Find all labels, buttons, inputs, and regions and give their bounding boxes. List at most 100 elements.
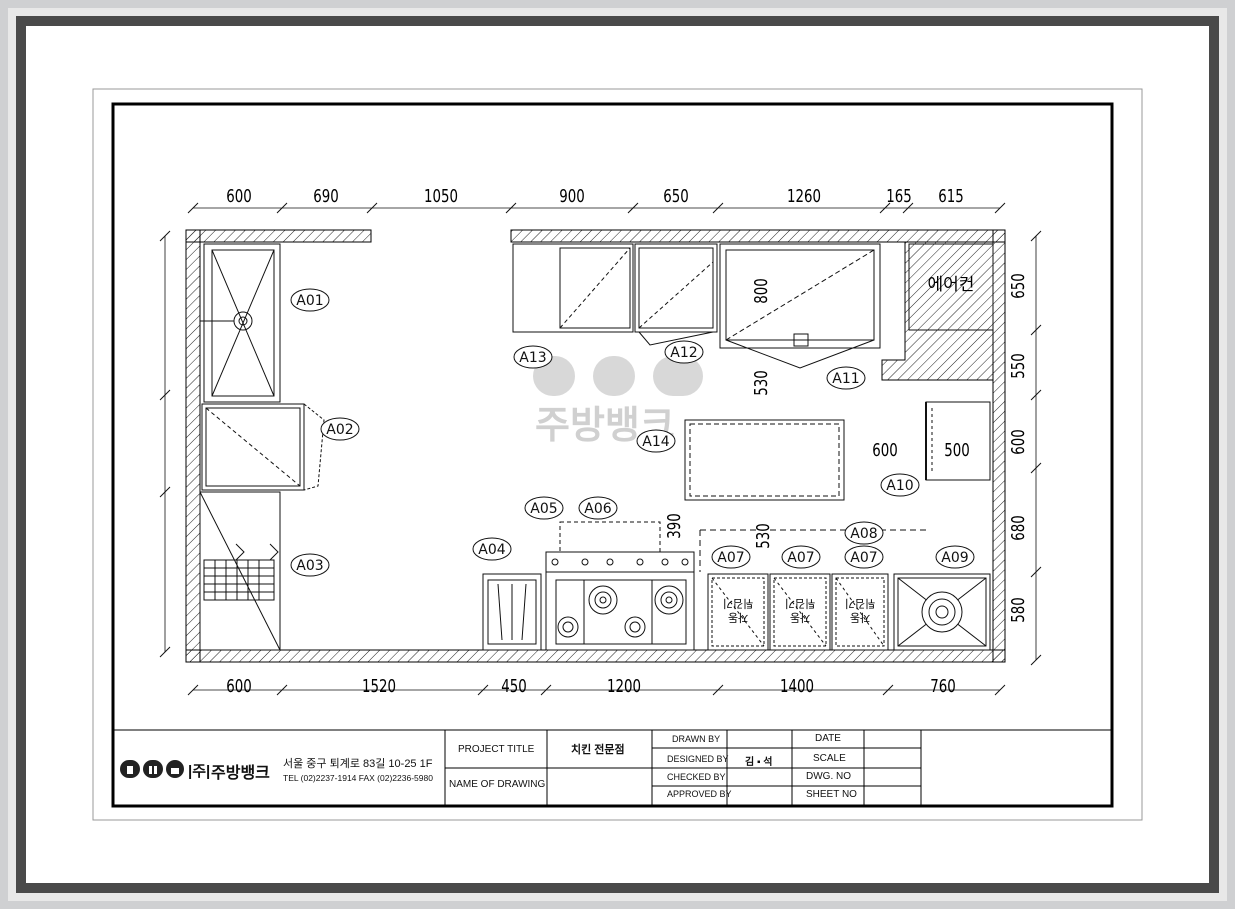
svg-text:A11: A11 [832,371,859,387]
tag-a07: A07 [844,545,884,569]
svg-text:튀김기: 튀김기 [723,597,753,610]
dimension-top-4: 900 [559,186,585,207]
dimension-inner-2: 530 [751,370,772,396]
dimension-bottom-1: 600 [226,676,252,697]
sheet-no-label: SHEET NO [806,789,857,800]
svg-text:A03: A03 [296,558,323,574]
company-contact: TEL (02)2237-1914 FAX (02)2236-5980 [283,773,433,783]
dimension-tick [882,684,894,696]
dimension-tick [505,202,517,214]
dimension-bottom-2: 1520 [362,676,396,697]
svg-text:튀김기: 튀김기 [845,597,875,610]
dimension-tick [902,202,914,214]
project-title-label: PROJECT TITLE [458,744,535,755]
svg-text:자동: 자동 [850,611,870,624]
tag-a14: A14 [636,429,676,453]
dimension-top-3: 1050 [424,186,458,207]
svg-text:A14: A14 [642,434,669,450]
walls [185,229,1006,663]
designed-by-value: 김 ▪ 석 [745,757,773,768]
dimension-inner-3: 600 [872,440,898,461]
dimension-tick [1030,462,1042,474]
dimension-top-7: 165 [886,186,912,207]
dimension-tick [276,684,288,696]
tag-a10: A10 [880,473,920,497]
equipment [199,243,994,651]
tag-a08: A08 [844,521,884,545]
svg-text:A09: A09 [941,550,968,566]
tag-a04: A04 [472,537,512,561]
tag-a07: A07 [781,545,821,569]
dimension-tick [187,684,199,696]
tag-a12: A12 [664,340,704,364]
name-of-drawing-label: NAME OF DRAWING [449,779,546,790]
dimension-right-1: 650 [1008,273,1029,299]
tag-a13: A13 [513,345,553,369]
dimension-tick [994,202,1006,214]
dimension-tick [712,684,724,696]
checked-by-label: CHECKED BY [667,772,726,782]
drawn-by-label: DRAWN BY [672,734,721,744]
dimension-tick [159,389,171,401]
dimension-right-2: 550 [1008,353,1029,379]
svg-text:자동: 자동 [728,611,748,624]
svg-text:A13: A13 [519,350,546,366]
dimension-bottom-6: 760 [930,676,956,697]
dimension-tick [159,230,171,242]
dimension-ticks [159,202,1042,696]
dimension-right-3: 600 [1008,429,1029,455]
dimension-top-1: 600 [226,186,252,207]
svg-text:자동: 자동 [790,611,810,624]
svg-text:A08: A08 [850,526,877,542]
dimension-top-8: 615 [938,186,964,207]
company-paren: |주| [188,763,211,780]
dimension-tick [276,202,288,214]
svg-text:A04: A04 [478,542,505,558]
dimension-tick [366,202,378,214]
dimension-tick [540,684,552,696]
tag-a06: A06 [578,496,618,520]
sheet [92,88,1143,821]
dwg-no-label: DWG. NO [806,771,851,782]
dimension-tick [159,486,171,498]
dimension-tick [627,202,639,214]
dimension-inner-1: 800 [751,278,772,304]
dimension-tick [1030,389,1042,401]
dimension-tick [879,202,891,214]
date-label: DATE [815,733,841,744]
title-block-grid [113,729,1112,805]
designed-by-label: DESIGNED BY [667,754,729,764]
dimension-lines [164,207,1037,691]
dimension-tick [994,684,1006,696]
dimension-top-6: 1260 [787,186,821,207]
dimension-tick [1030,566,1042,578]
dimension-right-5: 580 [1008,597,1029,623]
svg-text:A10: A10 [886,478,913,494]
dimension-bottom-3: 450 [501,676,527,697]
scale-label: SCALE [813,753,846,764]
dimension-inner-5: 390 [664,513,685,539]
company-logo [120,760,184,778]
aircon-label: 에어컨 [928,275,975,295]
dimension-tick [1030,324,1042,336]
dimension-tick [1030,230,1042,242]
svg-text:A07: A07 [717,550,744,566]
tag-a03: A03 [290,553,330,577]
tag-a11: A11 [826,366,866,390]
dimension-top-5: 650 [663,186,689,207]
svg-text:A12: A12 [670,345,697,361]
dimension-bottom-4: 1200 [607,676,641,697]
dimension-tick [187,202,199,214]
svg-text:A07: A07 [787,550,814,566]
svg-text:A07: A07 [850,550,877,566]
dimension-tick [1030,654,1042,666]
svg-text:튀김기: 튀김기 [785,597,815,610]
dimension-inner-6: 530 [753,523,774,549]
